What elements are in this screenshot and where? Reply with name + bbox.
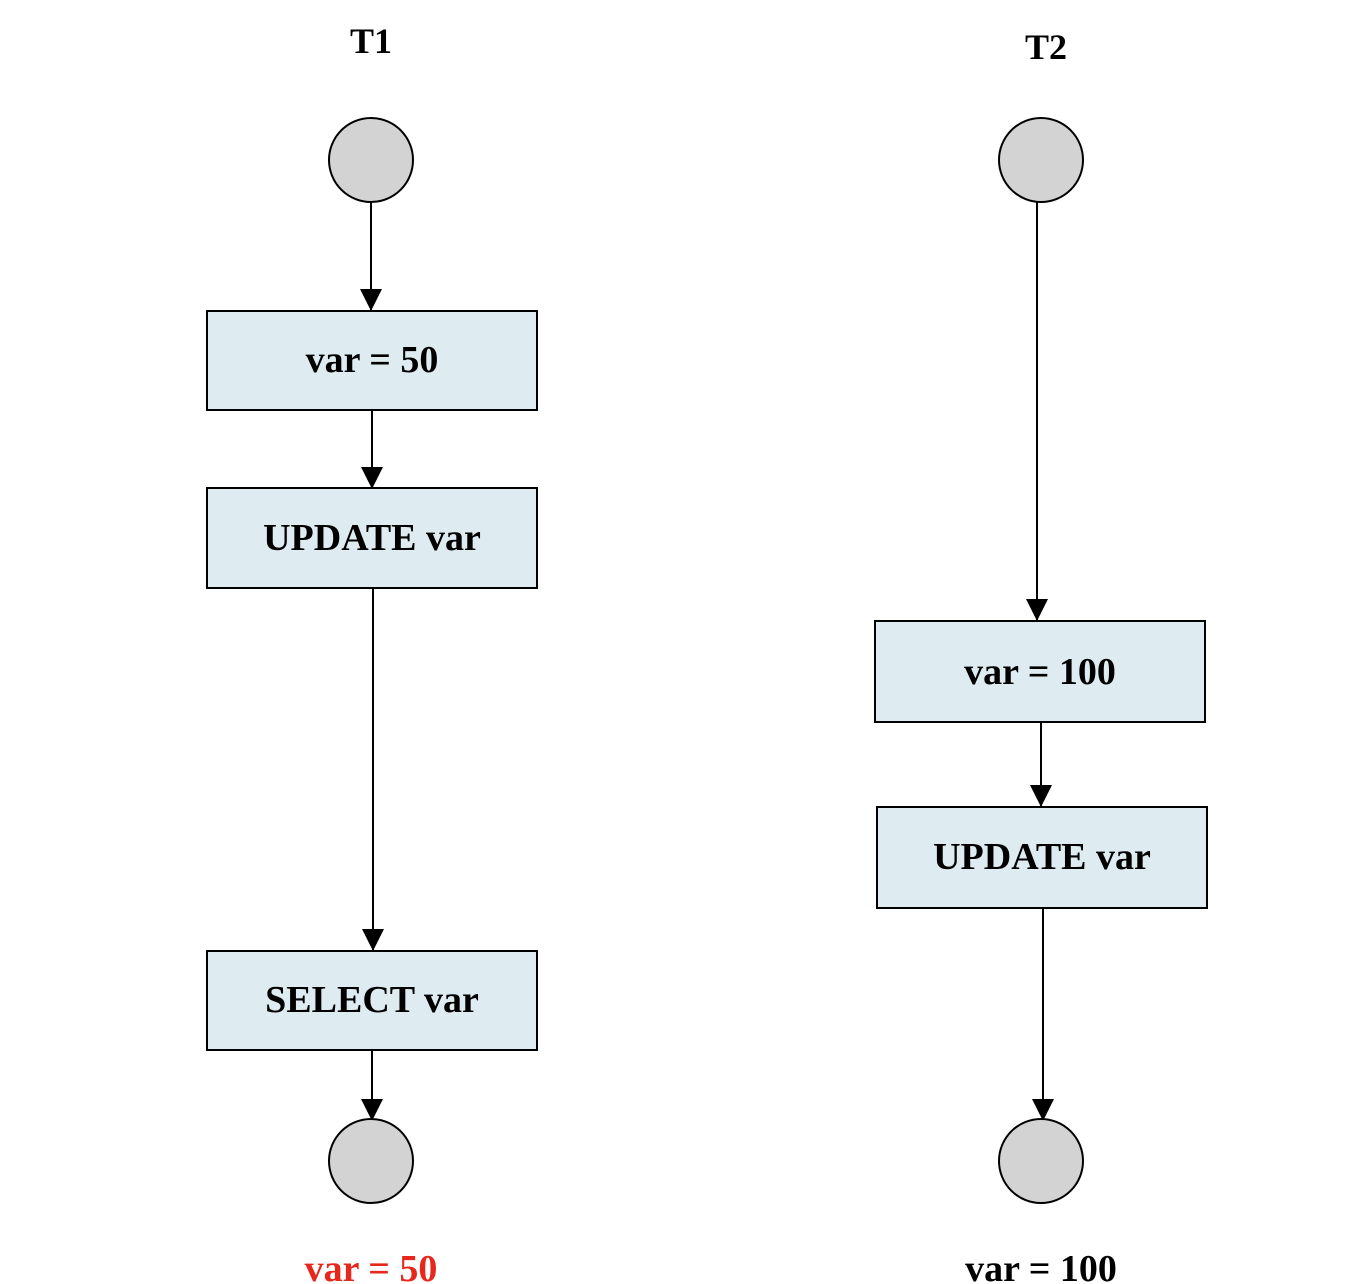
t1-step-select-label: SELECT var — [265, 979, 479, 1021]
t1-step-select — [206, 950, 538, 1051]
t1-end-node — [328, 1118, 414, 1204]
lane-title-t1: T1 — [350, 21, 392, 61]
t1-step-var-assign-label: var = 50 — [306, 339, 439, 381]
t1-step-update-label: UPDATE var — [263, 517, 481, 559]
t2-result-label: var = 100 — [965, 1248, 1117, 1284]
t1-result-label: var = 50 — [305, 1248, 438, 1284]
t2-start-node — [998, 117, 1084, 203]
t2-step-update — [876, 806, 1208, 909]
t2-step-update-label: UPDATE var — [933, 836, 1151, 878]
lane-title-t2: T2 — [1025, 27, 1067, 67]
t1-start-node — [328, 117, 414, 203]
t1-step-update — [206, 487, 538, 589]
t2-step-var-assign-label: var = 100 — [964, 651, 1116, 693]
lane-t2: T2 var = 100 UPDATE var var = 100 — [874, 27, 1208, 1284]
lane-t1: T1 var = 50 UPDATE var SELECT var var = … — [206, 21, 538, 1284]
t2-end-node — [998, 1118, 1084, 1204]
t2-step-var-assign — [874, 620, 1206, 723]
